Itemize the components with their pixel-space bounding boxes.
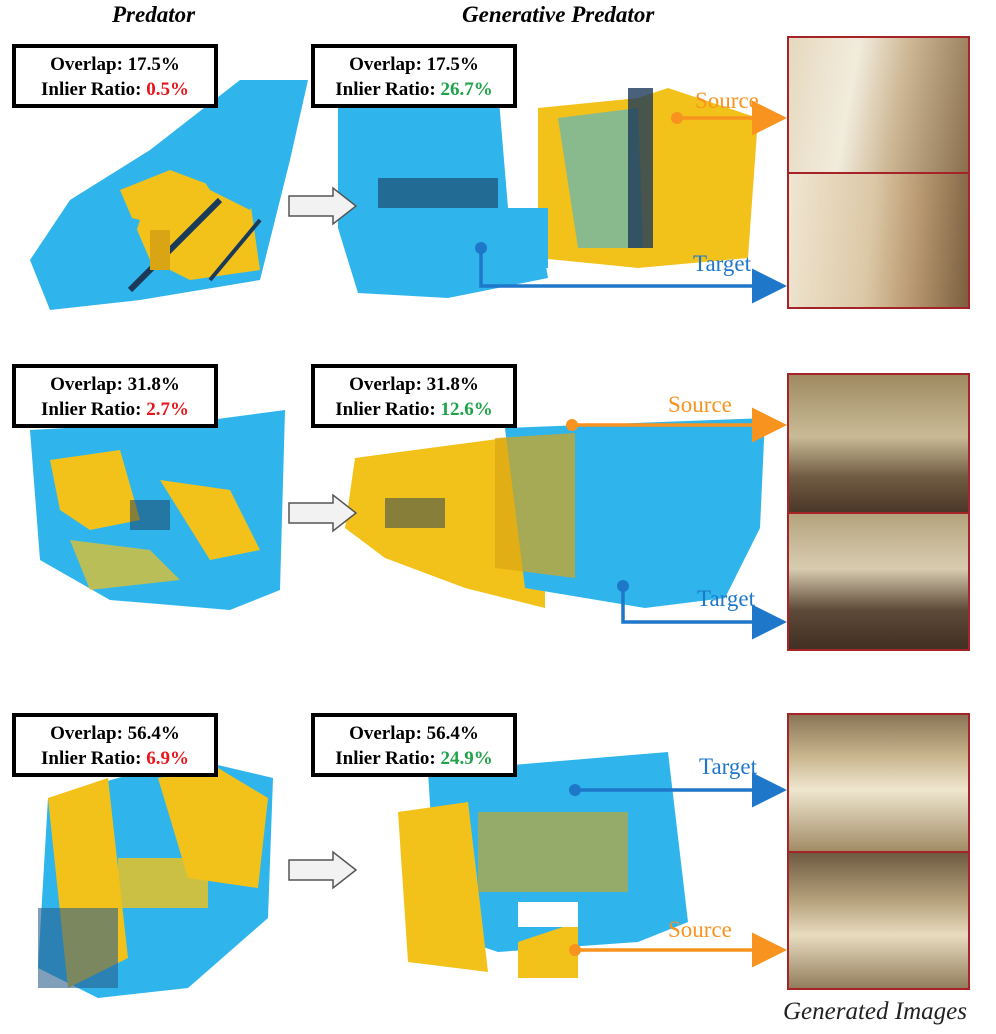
overlap-text: Overlap: 31.8% — [349, 374, 479, 395]
point-cloud-predator-row2 — [30, 410, 285, 610]
point-cloud-generative-row3 — [398, 752, 688, 978]
stat-box-predator-row3: Overlap: 56.4% Inlier Ratio: 6.9% — [12, 713, 218, 777]
generated-image-target-row2 — [789, 514, 968, 649]
column-title-predator: Predator — [112, 2, 196, 27]
transition-arrow-row3 — [288, 850, 358, 890]
inlier-ratio-text: Inlier Ratio: 0.5% — [41, 79, 189, 100]
overlap-text: Overlap: 56.4% — [349, 723, 479, 744]
point-cloud-predator-row3 — [38, 758, 273, 998]
connector-target-row3 — [569, 772, 787, 808]
overlap-text: Overlap: 17.5% — [50, 54, 180, 75]
generated-images-caption: Generated Images — [783, 998, 967, 1025]
label-source-row2: Source — [668, 392, 732, 417]
inlier-ratio-value: 26.7% — [440, 79, 493, 100]
label-target-row2: Target — [697, 586, 755, 611]
connector-source-row2 — [566, 407, 787, 443]
inlier-ratio-text: Inlier Ratio: 6.9% — [41, 748, 189, 769]
stat-box-predator-row2: Overlap: 31.8% Inlier Ratio: 2.7% — [12, 364, 218, 428]
inlier-ratio-text: Inlier Ratio: 12.6% — [335, 399, 493, 420]
label-target-row1: Target — [693, 251, 751, 276]
transition-arrow-row1 — [288, 186, 358, 226]
connector-target-row1 — [475, 242, 787, 304]
point-cloud-generative-row2 — [345, 418, 765, 608]
generated-image-source-row1 — [789, 38, 968, 174]
label-source-row1: Source — [695, 88, 759, 113]
stat-box-generative-row3: Overlap: 56.4% Inlier Ratio: 24.9% — [311, 713, 517, 777]
connector-source-row1 — [671, 100, 787, 136]
generated-images-row3 — [787, 713, 970, 990]
generated-images-row2 — [787, 373, 970, 651]
generated-image-source-row2 — [789, 375, 968, 514]
inlier-ratio-value: 12.6% — [440, 399, 493, 420]
label-source-row3: Source — [668, 917, 732, 942]
stat-box-predator-row1: Overlap: 17.5% Inlier Ratio: 0.5% — [12, 44, 218, 108]
inlier-ratio-value: 24.9% — [440, 748, 493, 769]
label-target-row3: Target — [699, 754, 757, 779]
generated-image-source-row3 — [789, 853, 968, 988]
inlier-ratio-value: 0.5% — [146, 79, 189, 100]
inlier-ratio-text: Inlier Ratio: 26.7% — [335, 79, 493, 100]
overlap-text: Overlap: 56.4% — [50, 723, 180, 744]
stat-box-generative-row2: Overlap: 31.8% Inlier Ratio: 12.6% — [311, 364, 517, 428]
inlier-ratio-text: Inlier Ratio: 2.7% — [41, 399, 189, 420]
inlier-ratio-value: 2.7% — [146, 399, 189, 420]
generated-image-target-row3 — [789, 715, 968, 853]
point-cloud-generative-row1 — [338, 88, 758, 298]
column-title-generative-predator: Generative Predator — [462, 2, 655, 27]
point-cloud-predator-row1 — [30, 80, 308, 310]
generated-images-row1 — [787, 36, 970, 309]
inlier-ratio-value: 6.9% — [146, 748, 189, 769]
connector-target-row2 — [617, 580, 787, 640]
overlap-text: Overlap: 31.8% — [50, 374, 180, 395]
inlier-ratio-text: Inlier Ratio: 24.9% — [335, 748, 493, 769]
stat-box-generative-row1: Overlap: 17.5% Inlier Ratio: 26.7% — [311, 44, 517, 108]
transition-arrow-row2 — [288, 493, 358, 533]
generated-image-target-row1 — [789, 174, 968, 307]
overlap-text: Overlap: 17.5% — [349, 54, 479, 75]
connector-source-row3 — [569, 932, 787, 968]
